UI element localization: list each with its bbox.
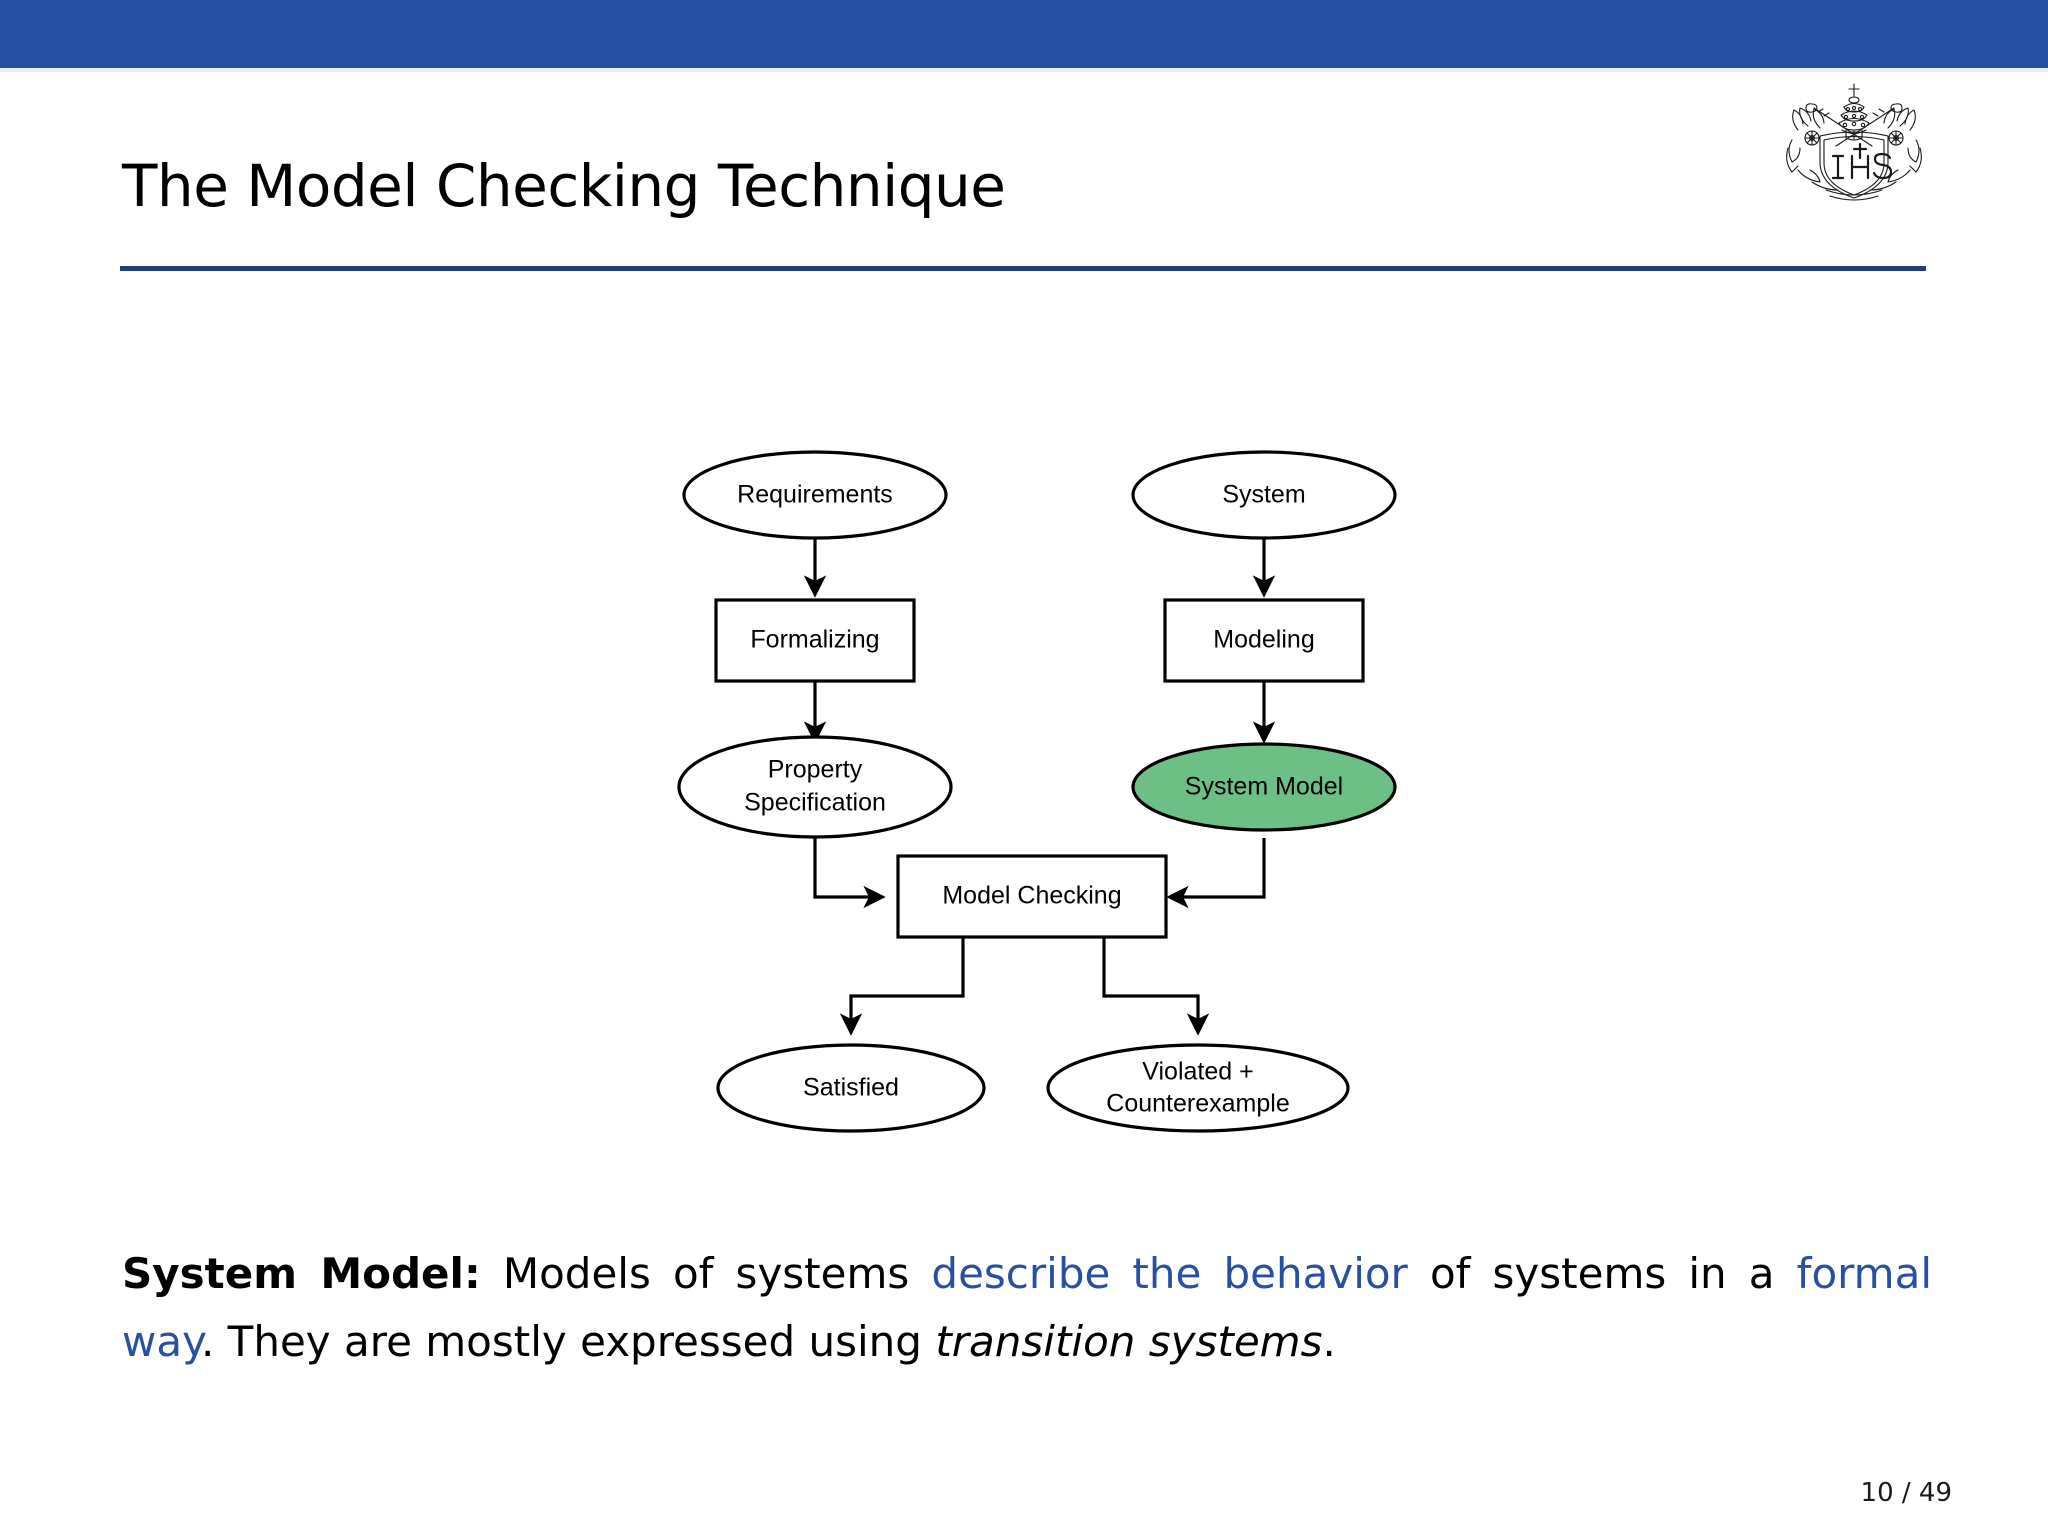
node-model-checking[interactable]: Model Checking xyxy=(896,854,1168,939)
node-modeling[interactable]: Modeling xyxy=(1163,598,1365,683)
coat-of-arms-icon xyxy=(1786,83,1922,201)
body-lead-term: System Model: xyxy=(122,1249,481,1298)
node-violated-counterexample[interactable]: Violated + Counterexample xyxy=(1046,1043,1350,1133)
body-highlight-1: describe the behavior xyxy=(931,1249,1408,1298)
node-requirements[interactable]: Requirements xyxy=(682,450,948,540)
page-number: 10 / 49 xyxy=(1860,1478,1952,1508)
title-underline-rule xyxy=(120,266,1926,271)
body-segment-3: . They are mostly expressed using xyxy=(200,1317,936,1366)
node-system-model[interactable]: System Model xyxy=(1131,742,1397,832)
node-property-specification[interactable]: Property Specification xyxy=(677,735,953,839)
body-highlight-2: formal way xyxy=(122,1249,1932,1366)
body-paragraph: System Model: Models of systems describe… xyxy=(122,1240,1932,1376)
body-emphasis-1: transition systems xyxy=(935,1317,1323,1366)
edge-property-spec-to-model-checking xyxy=(813,838,886,909)
edge-system-model-to-model-checking xyxy=(1166,838,1266,909)
page-title: The Model Checking Technique xyxy=(122,152,1006,220)
top-decoration-bar xyxy=(0,0,2048,68)
body-segment-1: Models of systems xyxy=(480,1249,932,1298)
ihs-coat-of-arms-logo xyxy=(1768,78,1940,206)
node-formalizing[interactable]: Formalizing xyxy=(714,598,916,683)
node-system[interactable]: System xyxy=(1131,450,1397,540)
edge-model-checking-to-violated xyxy=(1102,937,1210,1036)
body-segment-2: of systems in a xyxy=(1407,1249,1797,1298)
top-bar-shadow xyxy=(0,68,2048,72)
body-segment-4: . xyxy=(1322,1317,1336,1366)
node-satisfied[interactable]: Satisfied xyxy=(716,1043,986,1133)
edge-model-checking-to-satisfied xyxy=(839,937,965,1036)
